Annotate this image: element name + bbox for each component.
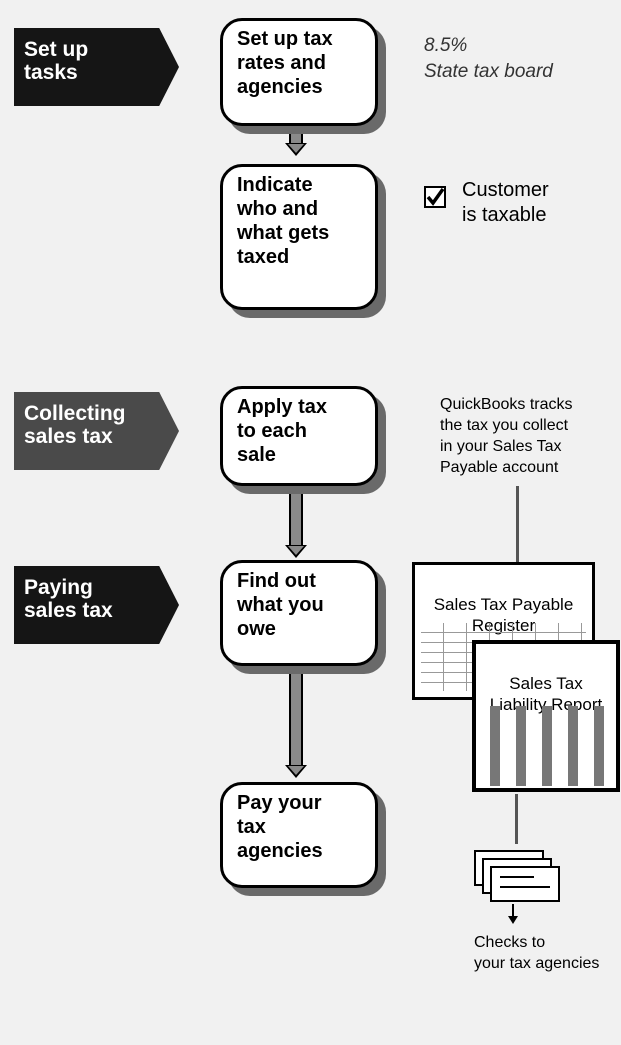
section-setup-tasks: Set up tasks (14, 28, 179, 106)
checkmark-icon (424, 186, 446, 208)
report-bar-3 (542, 706, 552, 786)
register-label: Sales Tax Payable Register (433, 595, 574, 635)
report-bar-5 (594, 706, 604, 786)
report-bar-4 (568, 706, 578, 786)
connector-3 (289, 664, 303, 766)
down-arrow-icon (508, 904, 518, 924)
tracking-note: QuickBooks tracks the tax you collect in… (440, 396, 573, 476)
step-find-out-owed: Find out what you owe (220, 560, 378, 666)
step-setup-rates: Set up tax rates and agencies (220, 18, 378, 126)
connector-2 (289, 482, 303, 546)
connector-2-arrowhead (285, 545, 307, 558)
customer-taxable-note: Customer is taxable (462, 179, 549, 226)
report-bar-2 (516, 706, 526, 786)
checks-note: Checks to your tax agencies (474, 934, 600, 972)
report-label: Sales Tax Liability Report (489, 674, 603, 714)
tracking-connector-line (516, 486, 519, 562)
tax-rate-note: 8.5% (424, 35, 468, 56)
connector-1 (289, 124, 303, 144)
tax-agency-note: State tax board (424, 61, 553, 82)
section-collecting-sales-tax: Collecting sales tax (14, 392, 179, 470)
step-pay-agencies: Pay your tax agencies (220, 782, 378, 888)
connector-1-arrowhead (285, 143, 307, 156)
report-bar-1 (490, 706, 500, 786)
step-indicate-taxable: Indicate who and what gets taxed (220, 164, 378, 310)
connector-3-arrowhead (285, 765, 307, 778)
section-paying-sales-tax: Paying sales tax (14, 566, 179, 644)
liability-report-document: Sales Tax Liability Report (472, 640, 620, 792)
step-apply-tax: Apply tax to each sale (220, 386, 378, 486)
report-connector-line (515, 794, 518, 844)
